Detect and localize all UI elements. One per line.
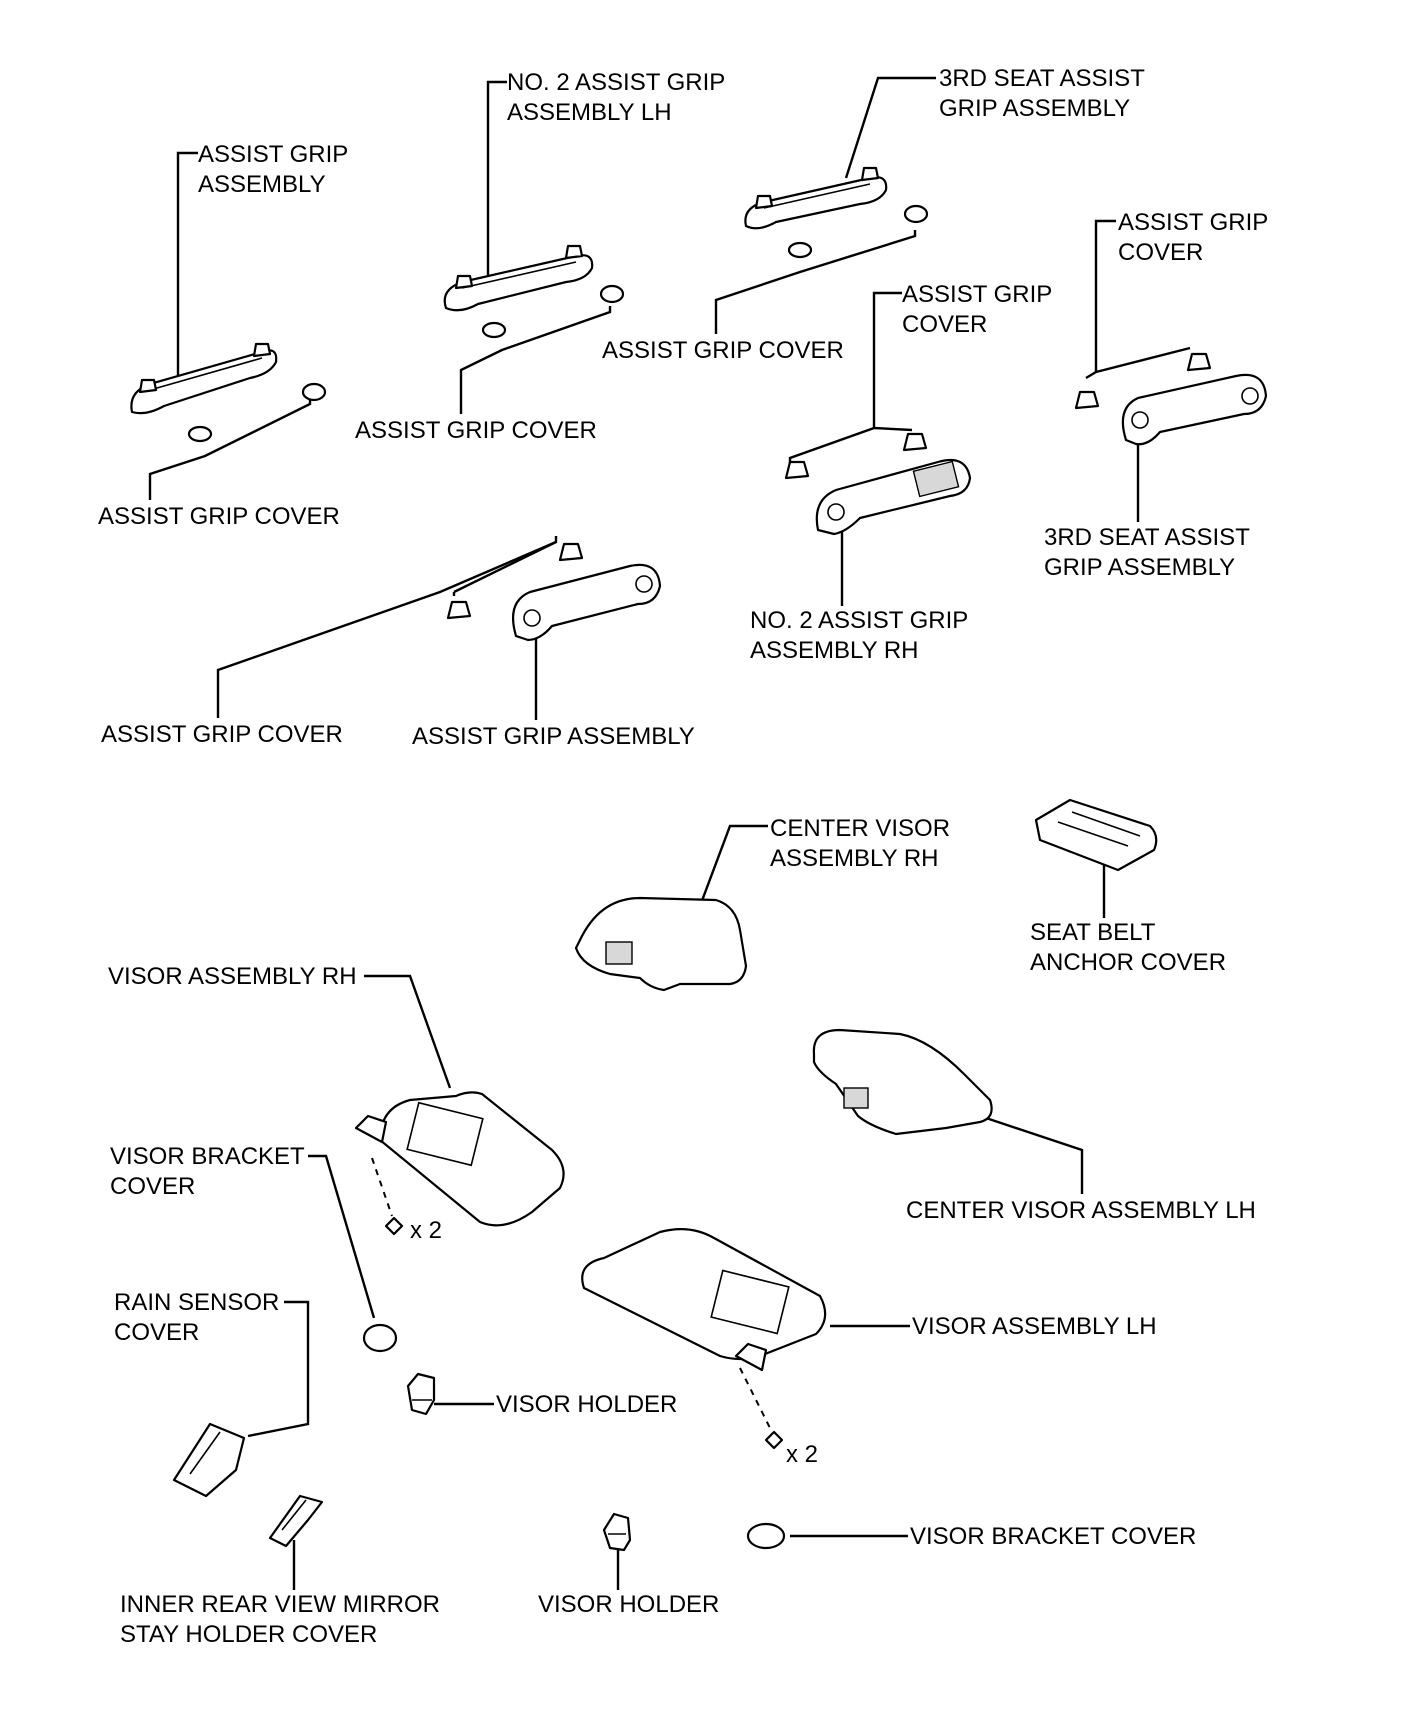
seat-belt-anchor-cover-part bbox=[1034, 798, 1158, 872]
label-no2-assist-grip-rh: NO. 2 ASSIST GRIP ASSEMBLY RH bbox=[750, 607, 968, 664]
center-visor-lh-part bbox=[812, 1028, 993, 1136]
third-seat-grip-part-2 bbox=[1121, 373, 1268, 446]
svg-text:ASSIST GRIP: ASSIST GRIP bbox=[902, 281, 1052, 308]
label-no2-assist-grip-lh: NO. 2 ASSIST GRIP ASSEMBLY LH bbox=[507, 69, 725, 126]
mirror-stay-holder-cover-part bbox=[268, 1494, 324, 1548]
assist-grip-cover-part-5b bbox=[1186, 352, 1212, 372]
assist-grip-part-2 bbox=[512, 563, 662, 642]
assist-grip-cover-part-1a bbox=[187, 425, 213, 443]
svg-text:ASSEMBLY RH: ASSEMBLY RH bbox=[750, 637, 919, 664]
svg-text:COVER: COVER bbox=[902, 311, 987, 338]
visor-bracket-cover-part-1 bbox=[362, 1323, 398, 1353]
svg-text:NO. 2 ASSIST GRIP: NO. 2 ASSIST GRIP bbox=[750, 607, 968, 634]
svg-text:COVER: COVER bbox=[114, 1319, 199, 1346]
assist-grip-cover-part-5a bbox=[1074, 390, 1100, 410]
label-third-seat-grip-1: 3RD SEAT ASSIST GRIP ASSEMBLY bbox=[939, 65, 1145, 122]
svg-text:3RD SEAT ASSIST: 3RD SEAT ASSIST bbox=[939, 65, 1145, 92]
label-third-seat-grip-2: 3RD SEAT ASSIST GRIP ASSEMBLY bbox=[1044, 524, 1250, 581]
svg-text:COVER: COVER bbox=[1118, 239, 1203, 266]
screw-icon-2 bbox=[764, 1430, 784, 1450]
svg-text:GRIP ASSEMBLY: GRIP ASSEMBLY bbox=[939, 95, 1130, 122]
svg-text:3RD SEAT ASSIST: 3RD SEAT ASSIST bbox=[1044, 524, 1250, 551]
svg-text:VISOR BRACKET: VISOR BRACKET bbox=[110, 1143, 305, 1170]
visor-holder-part-2 bbox=[602, 1512, 632, 1552]
svg-text:NO. 2 ASSIST GRIP: NO. 2 ASSIST GRIP bbox=[507, 69, 725, 96]
svg-text:GRIP ASSEMBLY: GRIP ASSEMBLY bbox=[1044, 554, 1235, 581]
svg-text:ASSIST GRIP: ASSIST GRIP bbox=[1118, 209, 1268, 236]
assist-grip-cover-part-2a bbox=[481, 321, 507, 339]
label-assist-grip-assembly-2: ASSIST GRIP ASSEMBLY bbox=[412, 723, 695, 750]
label-visor-bracket-cover-2: VISOR BRACKET COVER bbox=[910, 1523, 1196, 1550]
label-center-visor-lh: CENTER VISOR ASSEMBLY LH bbox=[906, 1197, 1256, 1224]
label-assist-grip-cover-1: ASSIST GRIP COVER bbox=[98, 503, 340, 530]
visor-bracket-cover-part-2 bbox=[746, 1522, 786, 1550]
assist-grip-part-1 bbox=[130, 342, 278, 415]
assist-grip-cover-part-2b bbox=[599, 284, 625, 304]
label-assist-grip-cover-6: ASSIST GRIP COVER bbox=[101, 721, 343, 748]
label-assist-grip-cover-2: ASSIST GRIP COVER bbox=[355, 417, 597, 444]
svg-text:STAY HOLDER COVER: STAY HOLDER COVER bbox=[120, 1621, 377, 1648]
assist-grip-cover-part-3b bbox=[903, 204, 929, 224]
label-rain-sensor-cover: RAIN SENSOR COVER bbox=[114, 1289, 279, 1346]
svg-text:ASSIST GRIP: ASSIST GRIP bbox=[198, 141, 348, 168]
assist-grip-cover-part-1b bbox=[301, 382, 327, 402]
label-visor-assembly-lh: VISOR ASSEMBLY LH bbox=[912, 1313, 1157, 1340]
svg-text:COVER: COVER bbox=[110, 1173, 195, 1200]
third-seat-grip-part-1 bbox=[744, 166, 888, 230]
label-assist-grip-cover-4: ASSIST GRIP COVER bbox=[902, 281, 1052, 338]
label-mirror-stay-cover: INNER REAR VIEW MIRROR STAY HOLDER COVER bbox=[120, 1591, 440, 1648]
label-visor-bracket-cover-1: VISOR BRACKET COVER bbox=[110, 1143, 305, 1200]
visor-assembly-lh-part bbox=[581, 1227, 827, 1372]
assist-grip-cover-part-3a bbox=[787, 241, 813, 259]
svg-text:ANCHOR COVER: ANCHOR COVER bbox=[1030, 949, 1226, 976]
no2-assist-grip-rh-part bbox=[815, 458, 972, 536]
label-assist-grip-cover-5: ASSIST GRIP COVER bbox=[1118, 209, 1268, 266]
svg-text:CENTER VISOR: CENTER VISOR bbox=[770, 815, 950, 842]
assist-grip-cover-part-4b bbox=[902, 432, 928, 452]
assist-grip-cover-part-6a bbox=[446, 600, 472, 620]
label-visor-holder-2: VISOR HOLDER bbox=[538, 1591, 719, 1618]
svg-text:INNER REAR VIEW MIRROR: INNER REAR VIEW MIRROR bbox=[120, 1591, 440, 1618]
label-visor-holder-1: VISOR HOLDER bbox=[496, 1391, 677, 1418]
rain-sensor-cover-part bbox=[172, 1422, 246, 1498]
label-visor-assembly-rh: VISOR ASSEMBLY RH bbox=[108, 963, 357, 990]
assist-grip-cover-part-4a bbox=[784, 460, 810, 480]
center-visor-rh-part bbox=[574, 896, 748, 992]
svg-text:RAIN SENSOR: RAIN SENSOR bbox=[114, 1289, 279, 1316]
screw-icon-1 bbox=[384, 1216, 404, 1236]
visor-assembly-rh-part bbox=[354, 1091, 565, 1227]
label-qty-2: x 2 bbox=[786, 1441, 818, 1468]
label-assist-grip-cover-3: ASSIST GRIP COVER bbox=[602, 337, 844, 364]
label-center-visor-rh: CENTER VISOR ASSEMBLY RH bbox=[770, 815, 950, 872]
visor-holder-part-1 bbox=[406, 1372, 436, 1416]
leader-lines bbox=[148, 76, 1191, 1590]
svg-text:ASSEMBLY LH: ASSEMBLY LH bbox=[507, 99, 672, 126]
label-qty-1: x 2 bbox=[410, 1217, 442, 1244]
svg-text:SEAT BELT: SEAT BELT bbox=[1030, 919, 1156, 946]
svg-text:ASSEMBLY RH: ASSEMBLY RH bbox=[770, 845, 939, 872]
assist-grip-cover-part-6b bbox=[558, 542, 584, 562]
no2-assist-grip-lh-part bbox=[443, 244, 594, 312]
svg-text:ASSEMBLY: ASSEMBLY bbox=[198, 171, 326, 198]
label-assist-grip-assembly-1: ASSIST GRIP ASSEMBLY bbox=[198, 141, 348, 198]
label-seat-belt-anchor-cover: SEAT BELT ANCHOR COVER bbox=[1030, 919, 1226, 976]
